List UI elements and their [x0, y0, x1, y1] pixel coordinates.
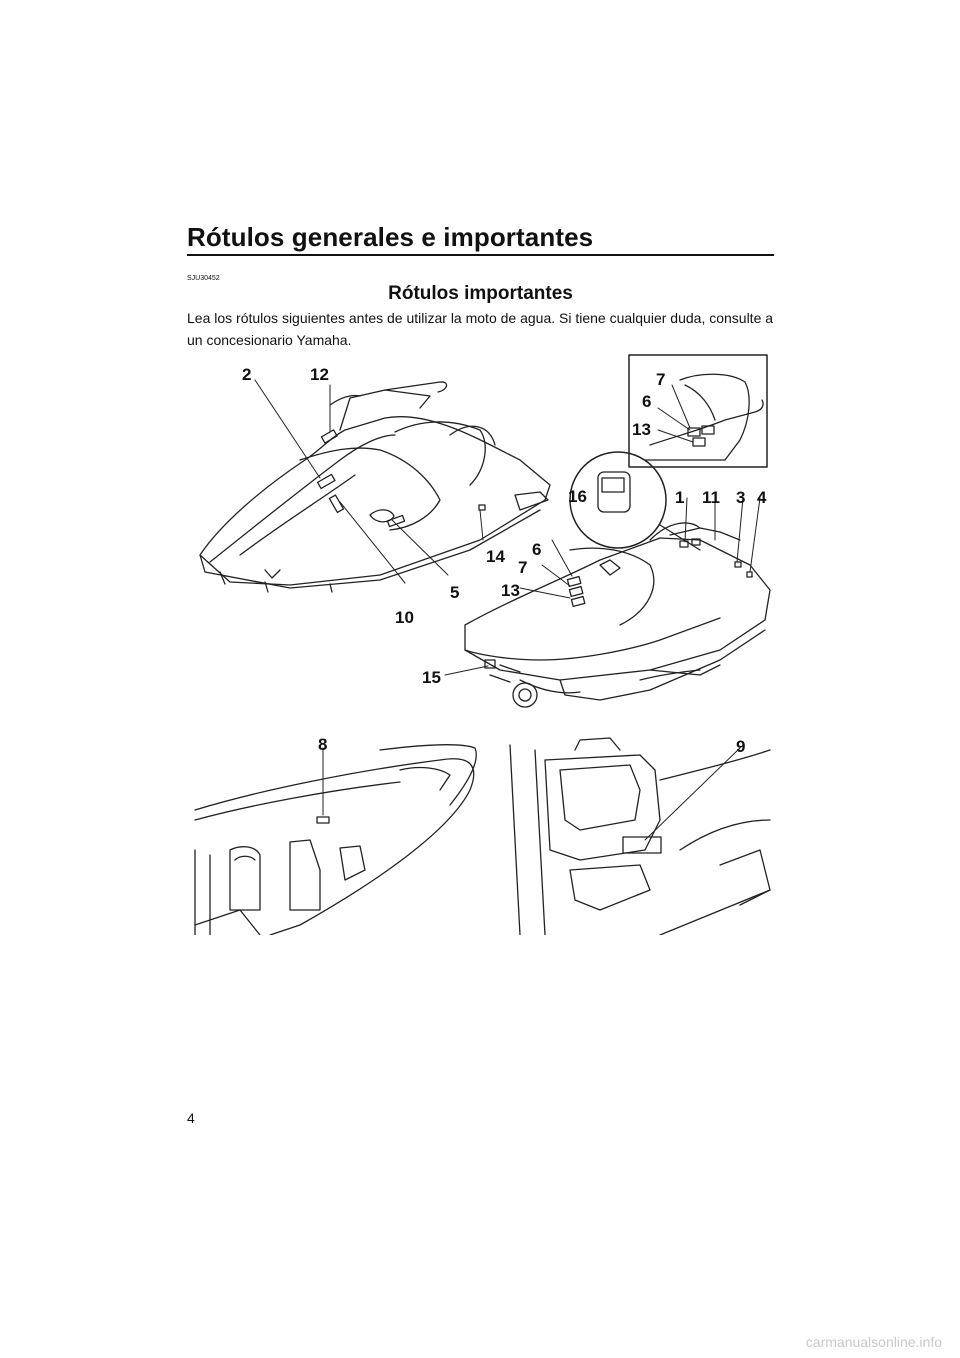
page-number: 4 [187, 1110, 195, 1126]
callout-2: 2 [242, 365, 251, 384]
callout-1: 1 [675, 488, 684, 507]
callout-14: 14 [486, 547, 505, 566]
callout-7-inset: 7 [656, 370, 665, 389]
engine-bay-left-view [194, 744, 477, 935]
callout-7-rear: 7 [518, 558, 527, 577]
leader-lines [254, 379, 761, 841]
inset-detail-drawing [644, 373, 764, 461]
section-code: SJU30452 [187, 275, 220, 282]
zoom-circle [569, 451, 667, 549]
callout-13-inset: 13 [632, 420, 651, 439]
callout-12: 12 [310, 365, 329, 384]
callout-4: 4 [757, 488, 767, 507]
callout-5: 5 [450, 583, 459, 602]
callout-15: 15 [422, 668, 441, 687]
callout-6-rear: 6 [532, 540, 541, 559]
callout-6-inset: 6 [642, 392, 651, 411]
intro-paragraph: Lea los rótulos siguientes antes de util… [187, 310, 774, 348]
callout-8: 8 [318, 735, 327, 754]
callout-11: 11 [702, 488, 720, 507]
section-heading: Rótulos importantes [388, 283, 573, 304]
title-rule [187, 254, 774, 256]
watercraft-front-view [199, 381, 551, 593]
engine-bay-right-view [509, 737, 771, 935]
page-title: Rótulos generales e importantes [187, 222, 594, 252]
callout-10: 10 [395, 608, 414, 627]
callout-9: 9 [736, 737, 745, 756]
watermark[interactable]: carmanualsonline.info [805, 1334, 942, 1350]
label-location-figure: 2 12 7 6 13 16 1 11 3 4 6 14 7 5 13 10 1… [194, 354, 771, 935]
callout-3: 3 [736, 488, 745, 507]
detail-inset-frame [628, 354, 768, 468]
callout-13-rear: 13 [501, 581, 520, 600]
watercraft-rear-view [464, 522, 771, 708]
callout-16: 16 [568, 487, 587, 506]
